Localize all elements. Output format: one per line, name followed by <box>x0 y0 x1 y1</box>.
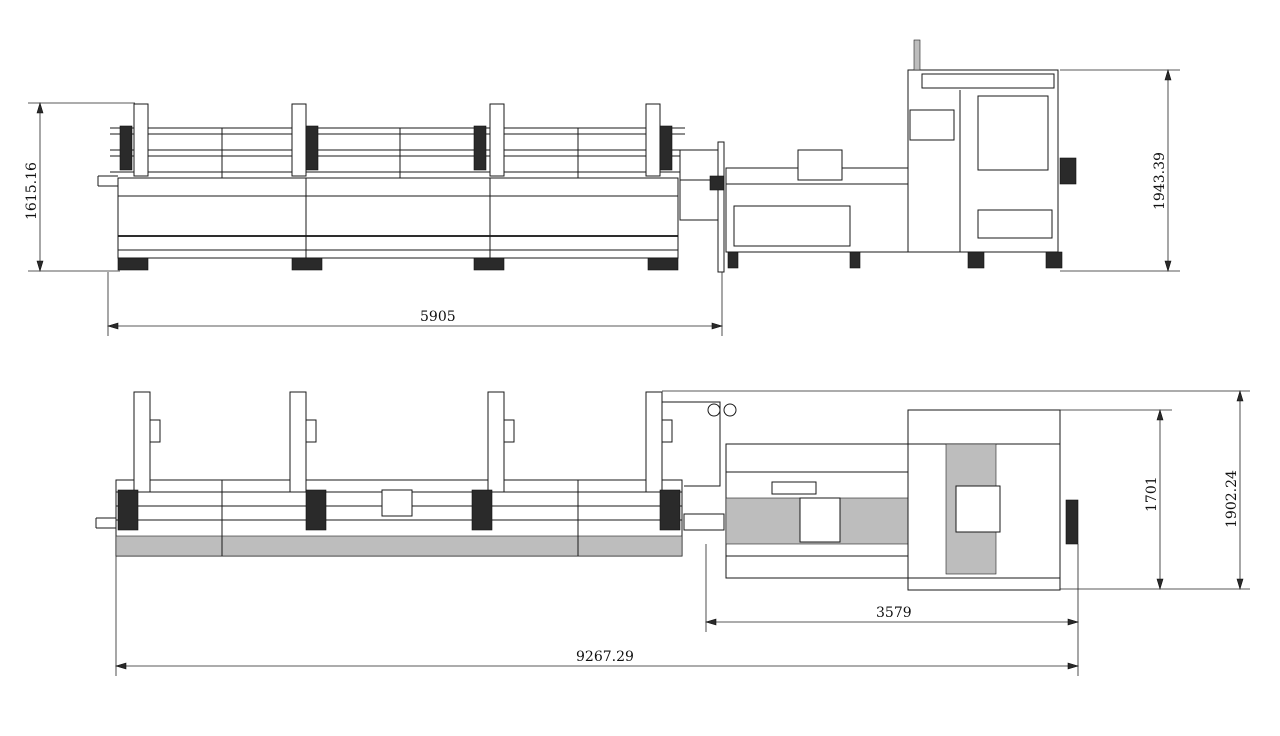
support-arms <box>117 391 681 531</box>
control-screen <box>909 109 955 141</box>
top-view-dimensions: 1701 1902.24 3579 9267.29 <box>114 389 1250 676</box>
dim-length-right: 3579 <box>876 605 912 621</box>
dim-length-side: 5905 <box>420 309 456 325</box>
signal-tower <box>913 39 921 71</box>
side-view-dimensions: 1615.16 1943.39 5905 <box>24 68 1180 336</box>
rack-feet <box>117 257 679 271</box>
dim-height-right: 1943.39 <box>1152 152 1168 210</box>
dim-width-outer: 1902.24 <box>1224 470 1240 528</box>
rack-body <box>117 177 679 259</box>
side-view <box>97 39 1077 273</box>
dim-width-inner: 1701 <box>1144 476 1160 512</box>
dim-length-total: 9267.29 <box>576 649 634 665</box>
dim-height-left: 1615.16 <box>24 162 40 220</box>
support-posts <box>119 103 673 258</box>
top-view <box>95 391 1079 591</box>
